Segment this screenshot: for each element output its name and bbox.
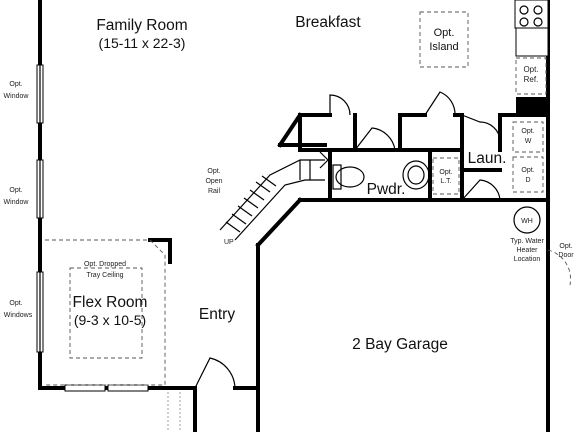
refrigerator-wall-block xyxy=(516,97,548,115)
stair-up-marker: UP xyxy=(224,239,234,246)
entry-walk xyxy=(167,392,181,432)
laundry-name: Laun. xyxy=(468,150,507,167)
entry-name: Entry xyxy=(199,306,235,323)
opt-open-rail-3: Rail xyxy=(208,188,221,195)
dryer-outline xyxy=(512,156,544,193)
opt-island-line1: Opt. xyxy=(434,27,455,39)
linen-outline xyxy=(432,157,460,195)
family-room-name: Family Room xyxy=(96,17,187,34)
opt-island-outline xyxy=(419,11,469,68)
exterior-walls xyxy=(38,0,550,432)
washer-outline xyxy=(512,121,544,153)
stairs: UP xyxy=(219,151,329,246)
water-heater-caption-3: Location xyxy=(514,256,541,263)
breakfast-name: Breakfast xyxy=(295,14,361,31)
opt-dryer-2: D xyxy=(525,177,530,184)
opt-washer-1: Opt. xyxy=(521,128,534,135)
opt-door-2: Door xyxy=(558,252,574,259)
garage-name: 2 Bay Garage xyxy=(352,336,448,353)
opt-open-rail-1: Opt. xyxy=(207,168,220,175)
opt-open-rail-2: Open xyxy=(205,178,222,185)
opt-window-upper-2: Window xyxy=(4,93,30,100)
opt-dryer-1: Opt. xyxy=(521,167,534,174)
door-swings xyxy=(194,91,501,389)
opt-window-upper-1: Opt. xyxy=(9,81,22,88)
kitchen-windows xyxy=(514,0,549,57)
opt-washer-2: W xyxy=(525,138,532,145)
opt-window-middle-2: Window xyxy=(4,199,30,206)
water-heater-caption-2: Heater xyxy=(516,247,538,254)
opt-ref-line2: Ref. xyxy=(524,75,539,84)
opt-linen-2: L.T. xyxy=(440,178,451,185)
flex-room-name: Flex Room xyxy=(73,294,148,311)
opt-windows-lower-2: Windows xyxy=(4,312,33,319)
tray-ceiling-2: Tray Ceiling xyxy=(86,272,123,279)
water-heater-symbol xyxy=(513,206,541,234)
opt-linen-1: Opt. xyxy=(439,169,452,176)
opt-island-line2: Island xyxy=(429,41,458,53)
water-heater-caption-1: Typ. Water xyxy=(510,238,544,245)
powder-name: Pwdr. xyxy=(367,181,406,198)
opt-window-middle-1: Opt. xyxy=(9,187,22,194)
opt-door-1: Opt. xyxy=(559,243,572,250)
water-heater-label: WH xyxy=(521,218,533,225)
family-room-size: (15-11 x 22-3) xyxy=(99,35,186,51)
opt-ref-outline xyxy=(515,57,547,95)
flex-bottom-windows xyxy=(64,384,149,392)
tray-ceiling-1: Opt. Dropped xyxy=(84,261,126,268)
flex-dashed-outline xyxy=(45,239,166,386)
opt-ref-line1: Opt. xyxy=(523,65,538,74)
left-windows xyxy=(36,64,44,353)
flex-room-size: (9-3 x 10-5) xyxy=(74,312,146,328)
powder-fixtures xyxy=(332,160,430,190)
opt-windows-lower-1: Opt. xyxy=(9,300,22,307)
opt-door-swing xyxy=(547,249,572,286)
interior-walls xyxy=(277,112,550,202)
tray-ceiling-outline xyxy=(69,267,143,359)
